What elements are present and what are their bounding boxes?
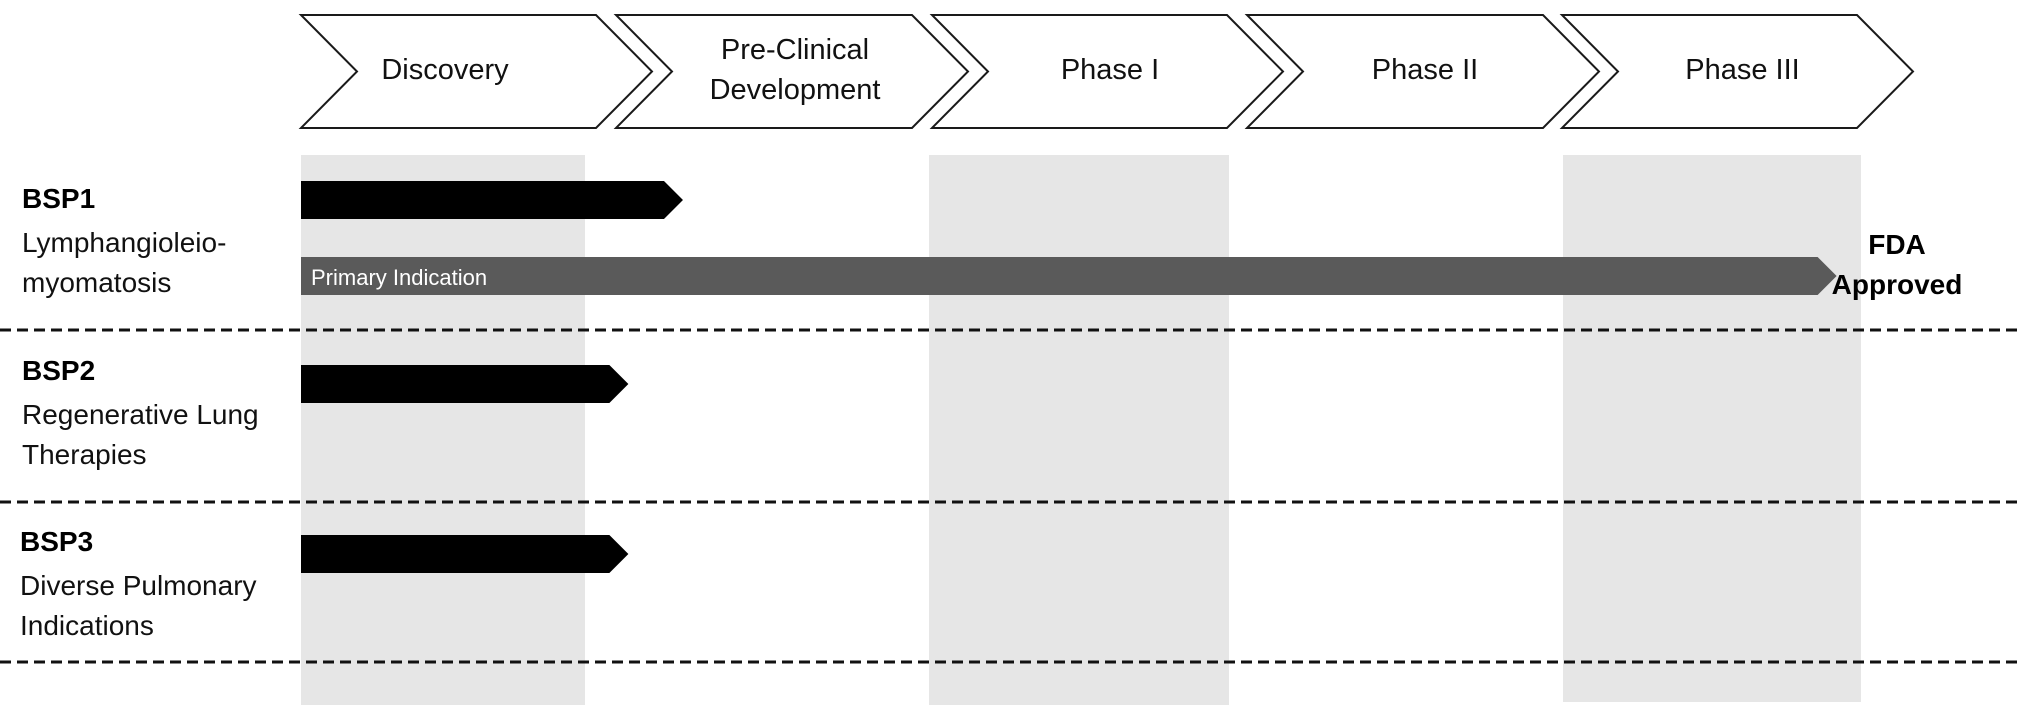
phase-chevron-phase-2 bbox=[1244, 14, 1601, 129]
program-code-bsp1: BSP1 bbox=[22, 183, 96, 214]
program-indication-bsp1: Lymphangioleio- myomatosis bbox=[22, 227, 227, 298]
progress-bar-bsp2 bbox=[301, 365, 629, 403]
progress-bar-bsp1 bbox=[301, 181, 683, 219]
program-indication-bsp3: Diverse Pulmonary Indications bbox=[20, 570, 257, 641]
program-code-bsp3: BSP3 bbox=[20, 526, 94, 557]
phase-chevron-discovery bbox=[298, 14, 654, 129]
program-code-bsp2: BSP2 bbox=[22, 355, 96, 386]
phase-chevron-phase-1 bbox=[929, 14, 1285, 129]
phase-label-phase-2: Phase II bbox=[1371, 54, 1479, 86]
progress-bar-bsp3 bbox=[301, 535, 629, 573]
phase-label-discovery: Discovery bbox=[381, 54, 509, 86]
primary-indication-bar bbox=[301, 257, 1837, 295]
phase-chevron-preclinical bbox=[613, 14, 970, 129]
phase-shading-phase-1 bbox=[929, 155, 1229, 705]
primary-indication-label: Primary Indication bbox=[311, 265, 488, 290]
phase-shading-phase-3 bbox=[1563, 155, 1861, 702]
phase-shading-discovery bbox=[301, 155, 585, 705]
fda-approved-label: FDA Approved bbox=[1831, 229, 1963, 300]
phase-label-phase-3: Phase III bbox=[1685, 54, 1800, 86]
phase-label-preclinical: Pre-Clinical Development bbox=[709, 34, 881, 106]
program-indication-bsp2: Regenerative Lung Therapies bbox=[22, 399, 259, 470]
phase-chevron-phase-3 bbox=[1559, 14, 1915, 129]
phase-label-phase-1: Phase I bbox=[1060, 54, 1160, 86]
